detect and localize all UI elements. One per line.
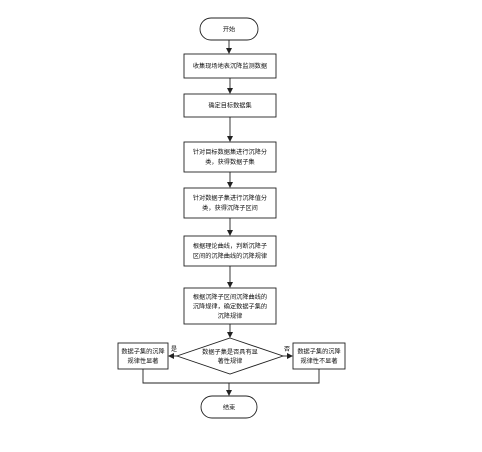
decision-text-line2: 著性规律 <box>218 357 243 365</box>
connector-no-merge <box>229 369 320 384</box>
step-collect: 收集现场地表沉降监测数据 <box>183 53 277 79</box>
step-intervals-text-line2: 类，获得沉降子区间 <box>202 204 258 212</box>
step-classify-text-line1: 针对目标数据集进行沉降分 <box>193 148 267 156</box>
step-classify: 针对目标数据集进行沉降分 类，获得数据子集 <box>183 141 277 173</box>
step-curve-text-line1: 根据理论曲线，判断沉降子 <box>193 242 267 250</box>
no-branch-label: 否 <box>284 346 290 353</box>
step-collect-text: 收集现场地表沉降监测数据 <box>193 62 267 70</box>
no-result-text-line1: 数据子集的沉降 <box>297 348 340 356</box>
step-curve: 根据理论曲线，判断沉降子 区间的沉降曲线的沉降规律 <box>183 235 277 267</box>
step-classify-text-line2: 类，获得数据子集 <box>205 158 255 166</box>
yes-result-text-line2: 规律性显著 <box>128 357 159 365</box>
no-result-text-line2: 规律性不显著 <box>300 357 337 365</box>
decision-text-line1: 数据子集是否具有显 <box>202 348 258 356</box>
step-target: 确定目标数据集 <box>183 93 277 118</box>
step-pattern-text-line2: 沉降规律，确定数据子集的 <box>193 303 267 311</box>
step-intervals-text-line1: 针对数据子集进行沉降值分 <box>193 194 267 202</box>
end-label: 结束 <box>223 404 235 412</box>
decision-node: 数据子集是否具有显 著性规律 <box>175 337 285 375</box>
step-pattern-text-line1: 根据沉降子区间沉降曲线的 <box>193 293 267 301</box>
start-label: 开始 <box>223 26 235 34</box>
connector-yes-merge <box>142 369 229 384</box>
step-intervals: 针对数据子集进行沉降值分 类，获得沉降子区间 <box>183 187 277 219</box>
end-node: 结束 <box>200 395 258 419</box>
step-pattern-text-line3: 沉降规律 <box>218 312 243 320</box>
step-target-text: 确定目标数据集 <box>208 102 251 110</box>
step-pattern: 根据沉降子区间沉降曲线的 沉降规律，确定数据子集的 沉降规律 <box>183 287 277 325</box>
step-curve-text-line2: 区间的沉降曲线的沉降规律 <box>193 252 267 260</box>
yes-branch-label: 是 <box>171 346 177 353</box>
start-node: 开始 <box>199 17 259 41</box>
yes-result-text-line1: 数据子集的沉降 <box>121 348 164 356</box>
yes-result-node: 数据子集的沉降 规律性显著 <box>117 342 169 370</box>
no-result-node: 数据子集的沉降 规律性不显著 <box>292 342 346 370</box>
